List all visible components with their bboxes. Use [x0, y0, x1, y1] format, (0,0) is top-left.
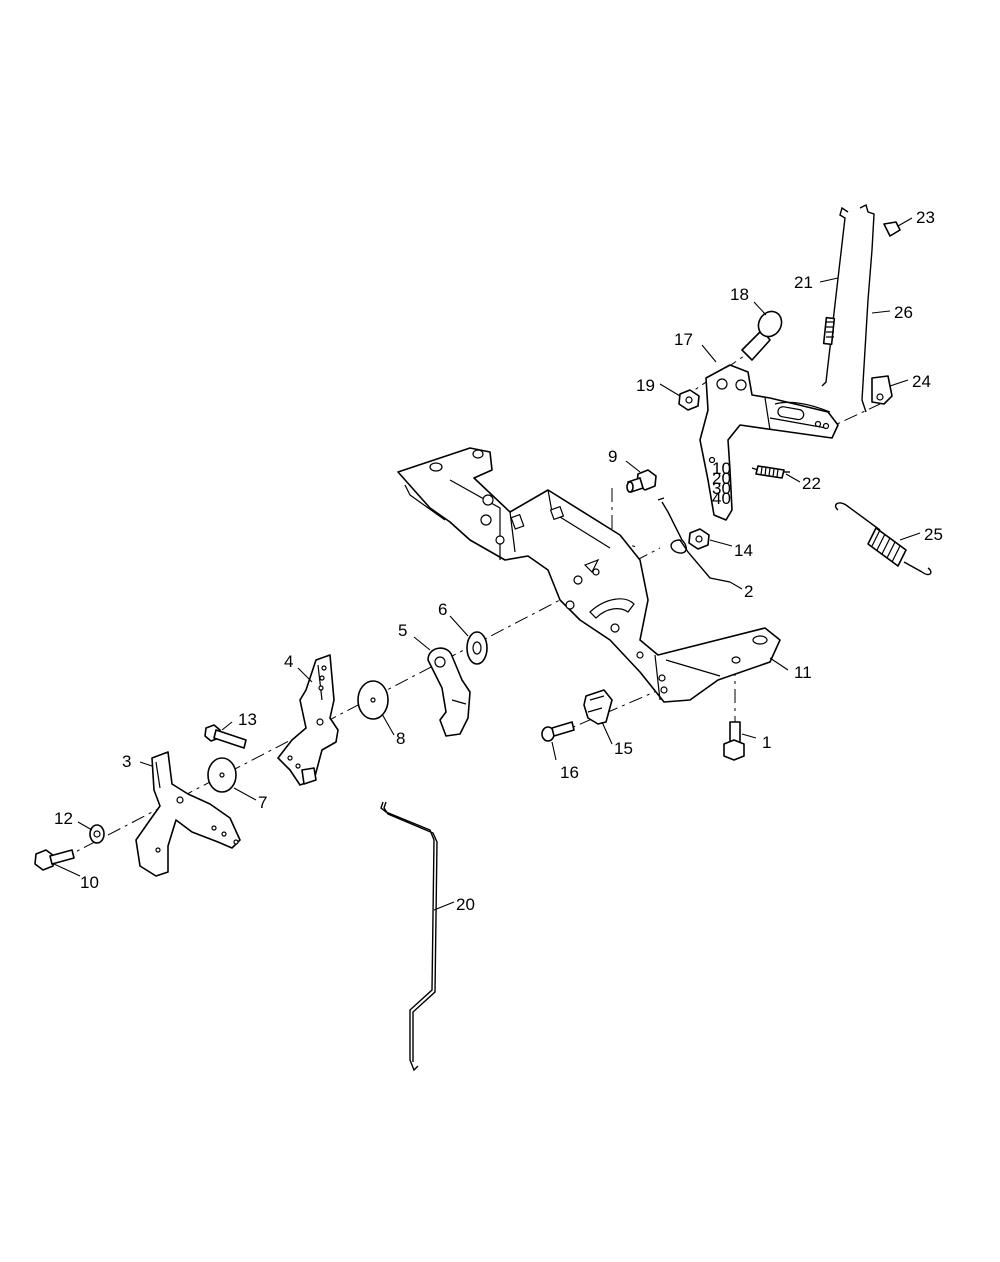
torsion-spring-part-2: [657, 497, 731, 583]
callout-20: 20: [456, 895, 475, 914]
washer-part-8: [357, 680, 389, 720]
callout-6: 6: [438, 600, 447, 619]
lever-scale-mark-2: 20: [712, 469, 731, 488]
nut-part-14: [688, 528, 710, 550]
callout-25: 25: [924, 525, 943, 544]
callout-24: 24: [912, 372, 931, 391]
callout-labels: 1 2 3 4 5 6 7 8 9 10 11 12 13 14 15 16 1…: [54, 208, 943, 914]
callout-10: 10: [80, 873, 99, 892]
extension-spring-part-25: [834, 502, 932, 576]
extension-spring-part-22: [751, 465, 790, 479]
bolt-part-13: [204, 724, 247, 749]
callout-1: 1: [762, 733, 771, 752]
bolt-part-1: [723, 721, 745, 761]
lever-scale-mark-4: 40: [712, 489, 731, 508]
control-lever-part-17: 10 20 30 40: [699, 364, 839, 521]
rod-part-26: [859, 203, 875, 413]
callout-leader-lines: [53, 217, 921, 911]
lever-scale-mark-3: 30: [712, 479, 731, 498]
callout-17: 17: [674, 330, 693, 349]
callout-4: 4: [284, 652, 293, 671]
callout-16: 16: [560, 763, 579, 782]
callout-26: 26: [894, 303, 913, 322]
callout-18: 18: [730, 285, 749, 304]
callout-22: 22: [802, 474, 821, 493]
washer-part-12: [89, 824, 105, 844]
pedal-bracket-part-3: [135, 751, 241, 877]
callout-2: 2: [744, 582, 753, 601]
callout-7: 7: [258, 793, 267, 812]
mounting-bracket-part-11: [397, 447, 781, 703]
cable-clip-part-24: [871, 375, 893, 405]
washer-part-7: [207, 757, 237, 793]
spring-washer-part-6: [466, 631, 488, 665]
clip-part-23: [883, 221, 901, 237]
nut-part-19: [678, 389, 700, 411]
callout-12: 12: [54, 809, 73, 828]
callout-15: 15: [614, 739, 633, 758]
linkage-rod-part-20: [380, 801, 438, 1072]
friction-plate-part-5: [427, 647, 471, 737]
knob-part-18: [741, 310, 783, 361]
screw-part-16: [541, 721, 575, 742]
cable-part-21: [821, 206, 849, 387]
callout-3: 3: [122, 752, 131, 771]
callout-5: 5: [398, 621, 407, 640]
bolt-part-10: [34, 849, 75, 871]
lever-arm-part-4: [277, 654, 339, 786]
callout-8: 8: [396, 729, 405, 748]
callout-13: 13: [238, 710, 257, 729]
callout-23: 23: [916, 208, 935, 227]
cable-clamp-part-15: [583, 689, 613, 725]
shoulder-bolt-part-9: [626, 469, 657, 493]
lever-scale-mark-1: 10: [712, 459, 731, 478]
callout-11: 11: [794, 663, 812, 682]
callout-21: 21: [794, 273, 813, 292]
callout-9: 9: [608, 447, 617, 466]
callout-14: 14: [734, 541, 753, 560]
callout-19: 19: [636, 376, 655, 395]
